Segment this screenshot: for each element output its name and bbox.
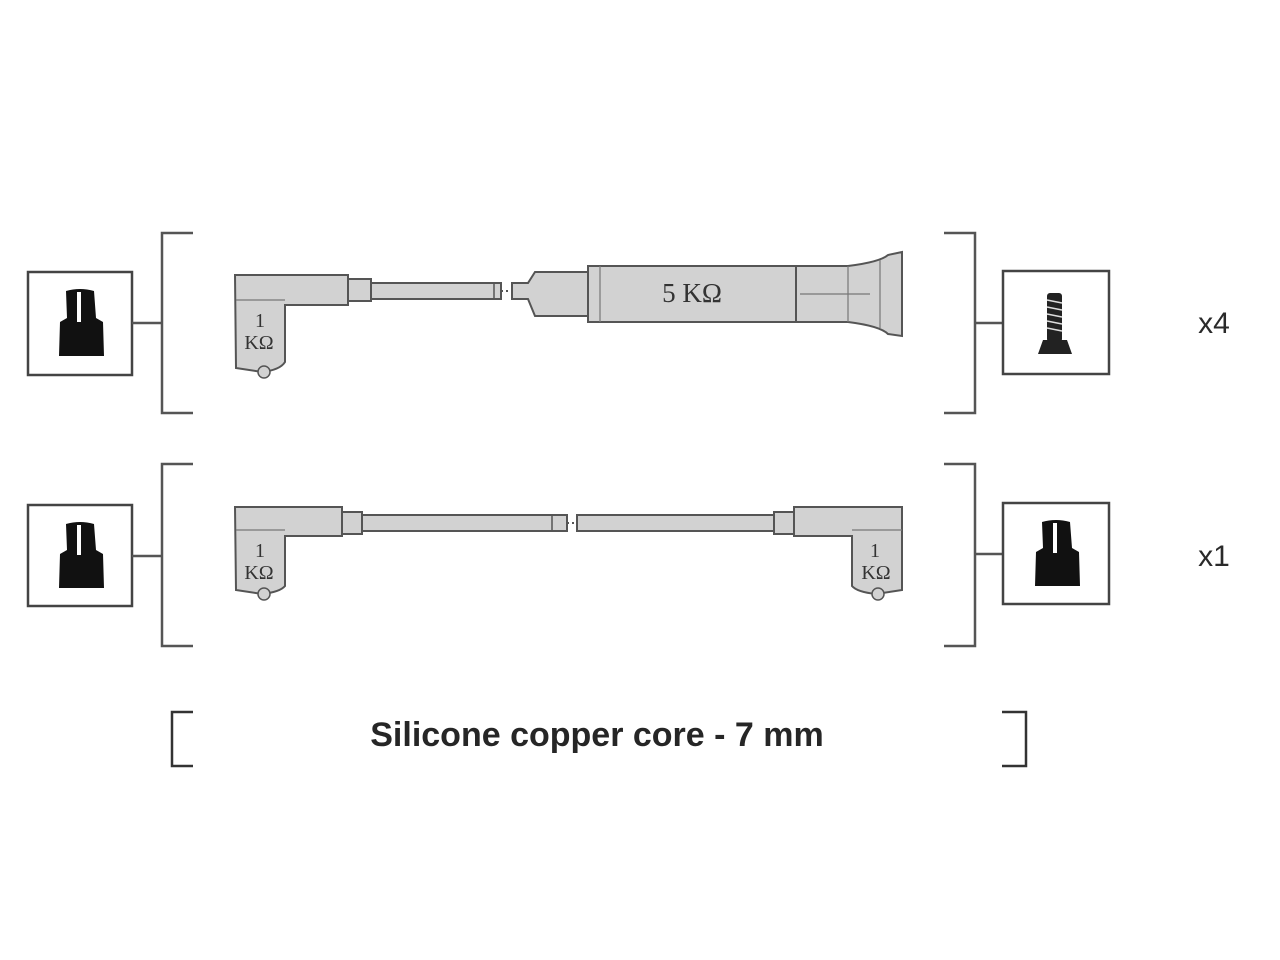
set2-left-terminal-box: [26, 503, 134, 608]
set1-left-angled-boot: 1 KΩ: [233, 274, 372, 379]
lead-set-2: 1 KΩ 1 KΩ: [26, 462, 1230, 648]
set2-right-angled-boot: 1 KΩ: [773, 506, 903, 601]
set1-left-boot-resistor-unit: KΩ: [244, 332, 273, 354]
set2-left-boot-resistor-value: 1: [255, 540, 265, 562]
set1-right-terminal-box: [1001, 269, 1111, 376]
specification-caption: Silicone copper core - 7 mm: [170, 710, 1028, 768]
spark-plug-boot-icon: [1035, 520, 1080, 586]
caption-text: Silicone copper core - 7 mm: [370, 716, 823, 754]
set2-right-boot-resistor-value: 1: [870, 540, 880, 562]
spark-plug-boot-icon: [59, 522, 104, 588]
set2-right-boot-resistor-unit: KΩ: [861, 562, 890, 584]
set2-left-boot-resistor-unit: KΩ: [244, 562, 273, 584]
lead-set-1: 1 KΩ 5 KΩ: [26, 231, 1230, 415]
set1-left-boot-resistor-value: 1: [255, 310, 265, 332]
set2-left-angled-boot: 1 KΩ: [233, 506, 363, 601]
spark-plug-boot-icon: [59, 289, 104, 356]
screw-terminal-icon: [1038, 293, 1072, 354]
set1-left-terminal-box: [26, 270, 134, 377]
set1-ignition-cable: 1 KΩ 5 KΩ: [233, 250, 903, 379]
set2-ignition-cable: 1 KΩ 1 KΩ: [233, 506, 903, 601]
set2-right-terminal-box: [1001, 501, 1111, 606]
set2-quantity-label: x1: [1198, 540, 1230, 573]
set1-quantity-label: x4: [1198, 307, 1230, 340]
set1-inline-resistor-label: 5 KΩ: [662, 278, 722, 308]
